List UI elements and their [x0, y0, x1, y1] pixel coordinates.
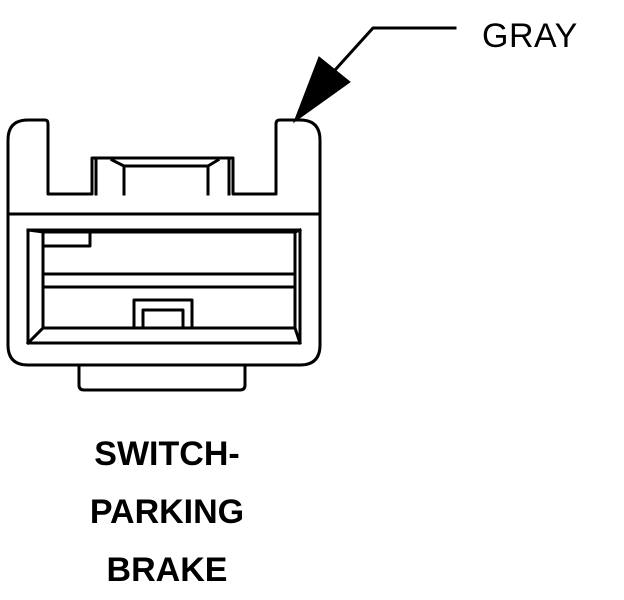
connector-bottom-boss [77, 363, 247, 392]
callout-arrow-icon [292, 56, 351, 124]
connector-latch [94, 157, 231, 196]
cavity-frame [26, 228, 302, 345]
bevel-line-bl [25, 325, 46, 346]
bevel-line-tr [293, 228, 302, 234]
bevel-line-br [293, 326, 302, 345]
bevel-line-tl [26, 228, 45, 234]
polarization-tab [41, 230, 92, 248]
callout-leader-line [332, 26, 457, 73]
caption-line-3: BRAKE [106, 551, 228, 589]
cavity-inner [41, 230, 297, 330]
component-caption: SWITCH- PARKING BRAKE [0, 432, 334, 600]
callout-label-color: GRAY [482, 17, 578, 55]
caption-line-2: PARKING [89, 493, 245, 531]
locking-window [132, 298, 194, 330]
caption-line-1: SWITCH- [94, 435, 240, 473]
connector-housing [6, 118, 322, 367]
